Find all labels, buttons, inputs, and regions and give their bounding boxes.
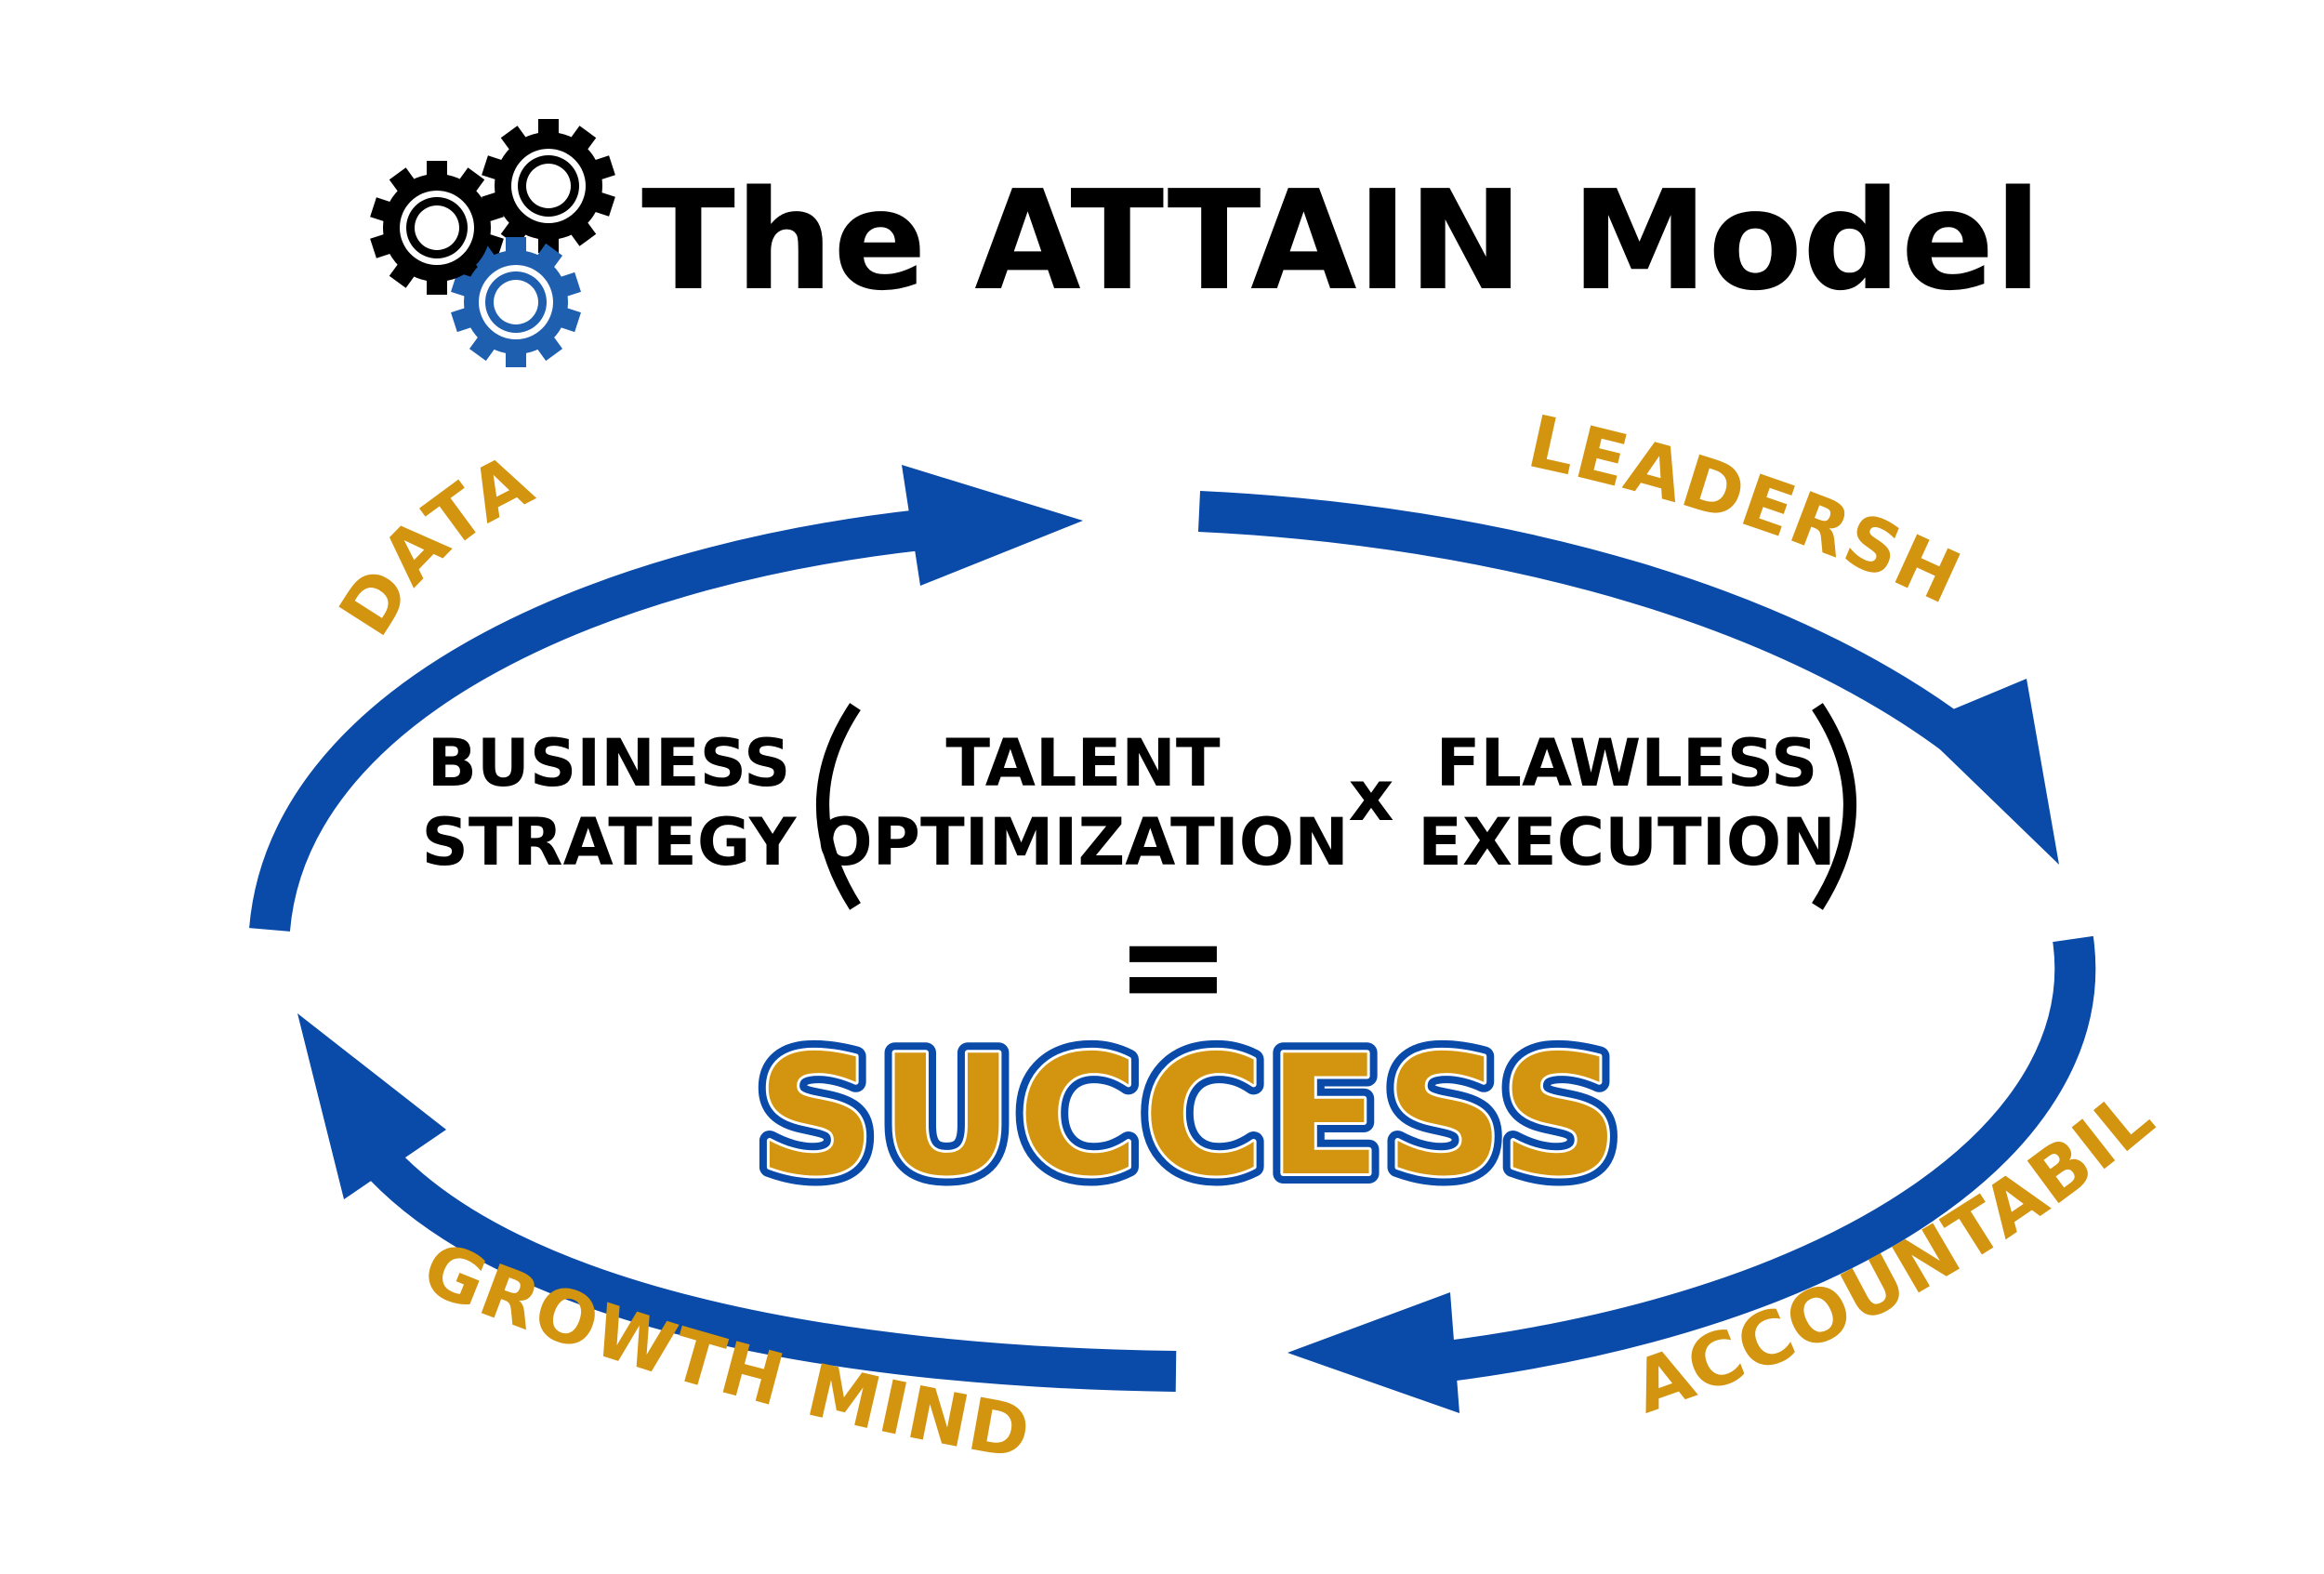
equals-sign: = [1115,885,1232,1047]
cycle-arrows [249,491,2096,1392]
formula: BUSINESS STRATEGY TALENT OPTIMIZATION x … [422,703,1856,1223]
business-line2: STRATEGY [422,804,798,880]
talent-line1: TALENT [945,725,1220,801]
arrowhead-right [1915,679,2059,865]
arrow-growth-to-data [365,1147,1177,1392]
times-operator: x [1348,754,1393,837]
flawless-line1: FLAWLESS [1436,725,1818,801]
arrowhead-top [902,465,1083,586]
flawless-line2: EXECUTION [1418,804,1836,880]
close-paren [1812,703,1856,910]
arrowhead-bottom [1287,1292,1459,1413]
talent-line2: OPTIMIZATION [817,804,1349,880]
page-title: The ATTAIN Model [641,161,2041,321]
open-paren [816,703,861,910]
arrow-leadership-to-accountability [1197,491,2003,778]
arrow-accountability-to-growth [1438,935,2096,1382]
arrow-heads [297,465,2059,1413]
arrow-data-to-leadership [249,509,923,932]
gears-icon [370,119,615,367]
success-outline: SUCCESS [757,1020,1623,1212]
arrowhead-left [297,1013,446,1199]
success-title: SUCCESS [757,1020,1623,1212]
business-line1: BUSINESS [428,725,791,801]
